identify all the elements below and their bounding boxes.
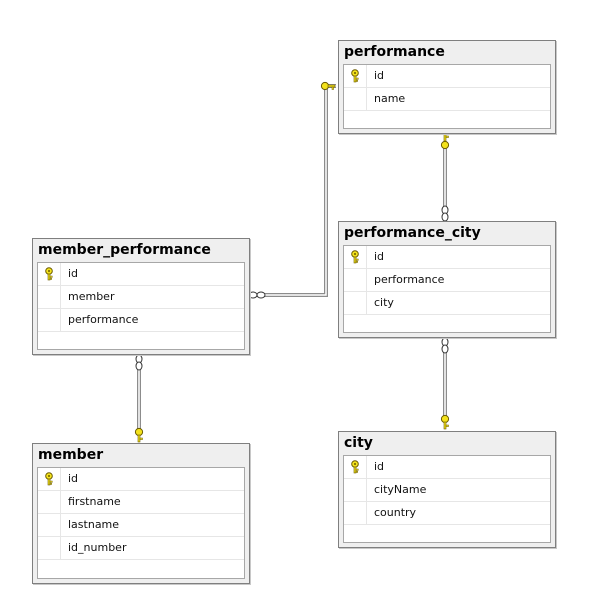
key-connector-icon — [440, 414, 450, 430]
table-title[interactable]: performance — [344, 44, 445, 60]
table-title[interactable]: performance_city — [344, 225, 481, 241]
column-list: id firstname lastname id_number — [37, 467, 245, 579]
column-row[interactable]: country — [344, 502, 550, 525]
row-selector — [344, 479, 367, 501]
table-title[interactable]: member_performance — [38, 242, 211, 258]
row-selector — [344, 65, 367, 87]
column-name: performance — [374, 273, 445, 286]
table-performance-city[interactable]: performance_city id performance city — [338, 221, 556, 338]
row-selector — [344, 292, 367, 314]
table-performance[interactable]: performance id name — [338, 40, 556, 134]
relationship-performance-city-to-city[interactable] — [440, 337, 450, 430]
column-row[interactable]: cityName — [344, 479, 550, 502]
column-name: cityName — [374, 483, 427, 496]
row-selector — [344, 502, 367, 524]
infinity-connector-icon — [248, 291, 266, 299]
relationship-member-performance-to-member[interactable] — [134, 354, 144, 443]
column-row[interactable]: id_number — [38, 537, 244, 560]
column-row[interactable]: id — [344, 65, 550, 88]
row-selector — [38, 491, 61, 513]
row-selector — [344, 456, 367, 478]
column-row[interactable]: performance — [38, 309, 244, 332]
key-connector-icon — [134, 427, 144, 443]
row-selector — [38, 309, 61, 331]
column-name: id — [374, 460, 385, 473]
column-row[interactable]: id — [344, 246, 550, 269]
column-row[interactable]: id — [38, 263, 244, 286]
column-row[interactable]: member — [38, 286, 244, 309]
column-name: id_number — [68, 541, 127, 554]
infinity-connector-icon — [135, 354, 143, 371]
column-name: id — [68, 267, 79, 280]
column-row[interactable]: id — [344, 456, 550, 479]
column-name: city — [374, 296, 394, 309]
table-member-performance[interactable]: member_performance id member performance — [32, 238, 250, 355]
row-selector — [38, 286, 61, 308]
column-name: id — [374, 69, 385, 82]
column-name: lastname — [68, 518, 120, 531]
infinity-connector-icon — [441, 337, 449, 354]
column-name: firstname — [68, 495, 121, 508]
column-list: id cityName country — [343, 455, 551, 543]
row-selector — [38, 468, 61, 490]
relationship-performance-city-to-performance[interactable] — [440, 133, 450, 222]
column-row[interactable]: name — [344, 88, 550, 111]
column-name: performance — [68, 313, 139, 326]
column-row[interactable]: lastname — [38, 514, 244, 537]
column-list: id performance city — [343, 245, 551, 333]
column-name: member — [68, 290, 115, 303]
row-selector — [38, 537, 61, 559]
row-selector — [344, 88, 367, 110]
key-connector-icon — [320, 81, 336, 91]
row-selector — [344, 246, 367, 268]
table-member[interactable]: member id firstname lastname id_number — [32, 443, 250, 584]
infinity-connector-icon — [441, 205, 449, 222]
column-name: country — [374, 506, 417, 519]
column-list: id member performance — [37, 262, 245, 350]
key-connector-icon — [440, 133, 450, 150]
column-row[interactable]: id — [38, 468, 244, 491]
row-selector — [38, 263, 61, 285]
column-name: id — [374, 250, 385, 263]
column-row[interactable]: performance — [344, 269, 550, 292]
column-row[interactable]: city — [344, 292, 550, 315]
table-title[interactable]: member — [38, 447, 104, 463]
row-selector — [344, 269, 367, 291]
column-name: name — [374, 92, 406, 105]
column-row[interactable]: firstname — [38, 491, 244, 514]
relationship-member-performance-to-performance[interactable] — [248, 81, 336, 299]
table-title[interactable]: city — [344, 435, 373, 451]
column-name: id — [68, 472, 79, 485]
row-selector — [38, 514, 61, 536]
table-city[interactable]: city id cityName country — [338, 431, 556, 548]
column-list: id name — [343, 64, 551, 129]
